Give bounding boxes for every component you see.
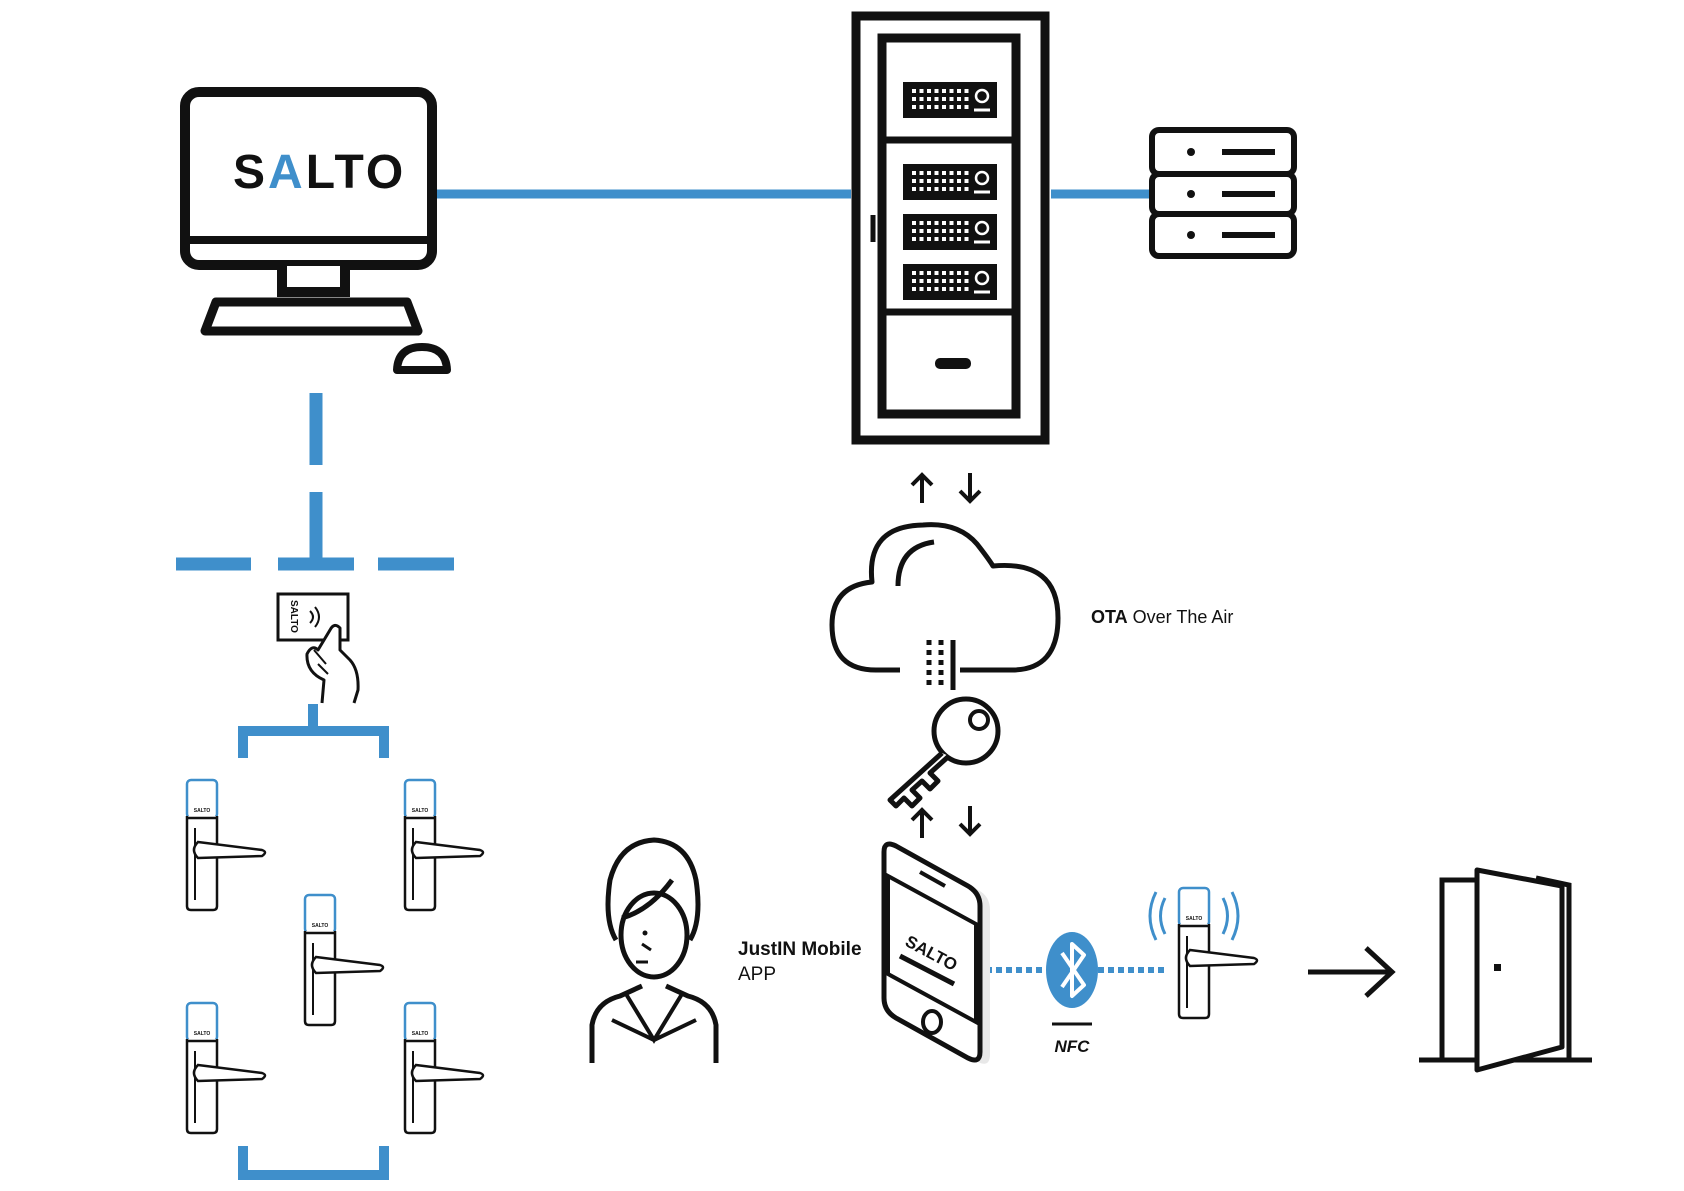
locks-top-bracket (243, 704, 384, 758)
cloud-icon (832, 525, 1058, 690)
lock-brand-logo: SALTO (412, 808, 429, 814)
wireless-lock-icon (1150, 888, 1257, 1018)
card-brand-logo: SALTO (288, 600, 299, 633)
server-unit (903, 214, 997, 250)
lock-brand-logo: SALTO (194, 808, 211, 814)
database-stack-icon (1152, 130, 1294, 256)
sync-arrows-top (912, 473, 980, 503)
server-unit (903, 264, 997, 300)
mouse-icon (397, 347, 447, 370)
sync-arrows-bottom (912, 806, 980, 838)
smartphone-icon: SALTO (884, 844, 990, 1064)
locks-bottom-bracket (243, 1146, 384, 1175)
hand-holding-card-icon: SALTO (278, 594, 358, 703)
open-door-icon (1419, 870, 1592, 1070)
server-unit (903, 164, 997, 200)
app-label-line1: JustIN Mobile (738, 939, 862, 960)
ota-label: OTA Over The Air (1091, 607, 1233, 627)
app-label-line2: APP (738, 964, 776, 985)
key-icon (890, 699, 998, 806)
nfc-label: NFC (1055, 1037, 1091, 1056)
electronic-door-lock-icon (187, 780, 483, 1133)
woman-user-icon (592, 840, 716, 1063)
lock-brand-logo: SALTO (194, 1031, 211, 1037)
lock-brand-logo: SALTO (312, 923, 329, 929)
lock-brand-logo: SALTO (412, 1031, 429, 1037)
server-unit (903, 82, 997, 118)
desktop-computer-icon: SALTO (185, 92, 447, 370)
arrow-right-icon (1308, 948, 1392, 996)
lock-brand-logo: SALTO (1186, 916, 1203, 922)
server-units (903, 82, 997, 300)
monitor-brand-logo: SALTO (233, 146, 406, 199)
server-rack-icon (856, 16, 1045, 440)
bluetooth-icon (1046, 932, 1098, 1008)
